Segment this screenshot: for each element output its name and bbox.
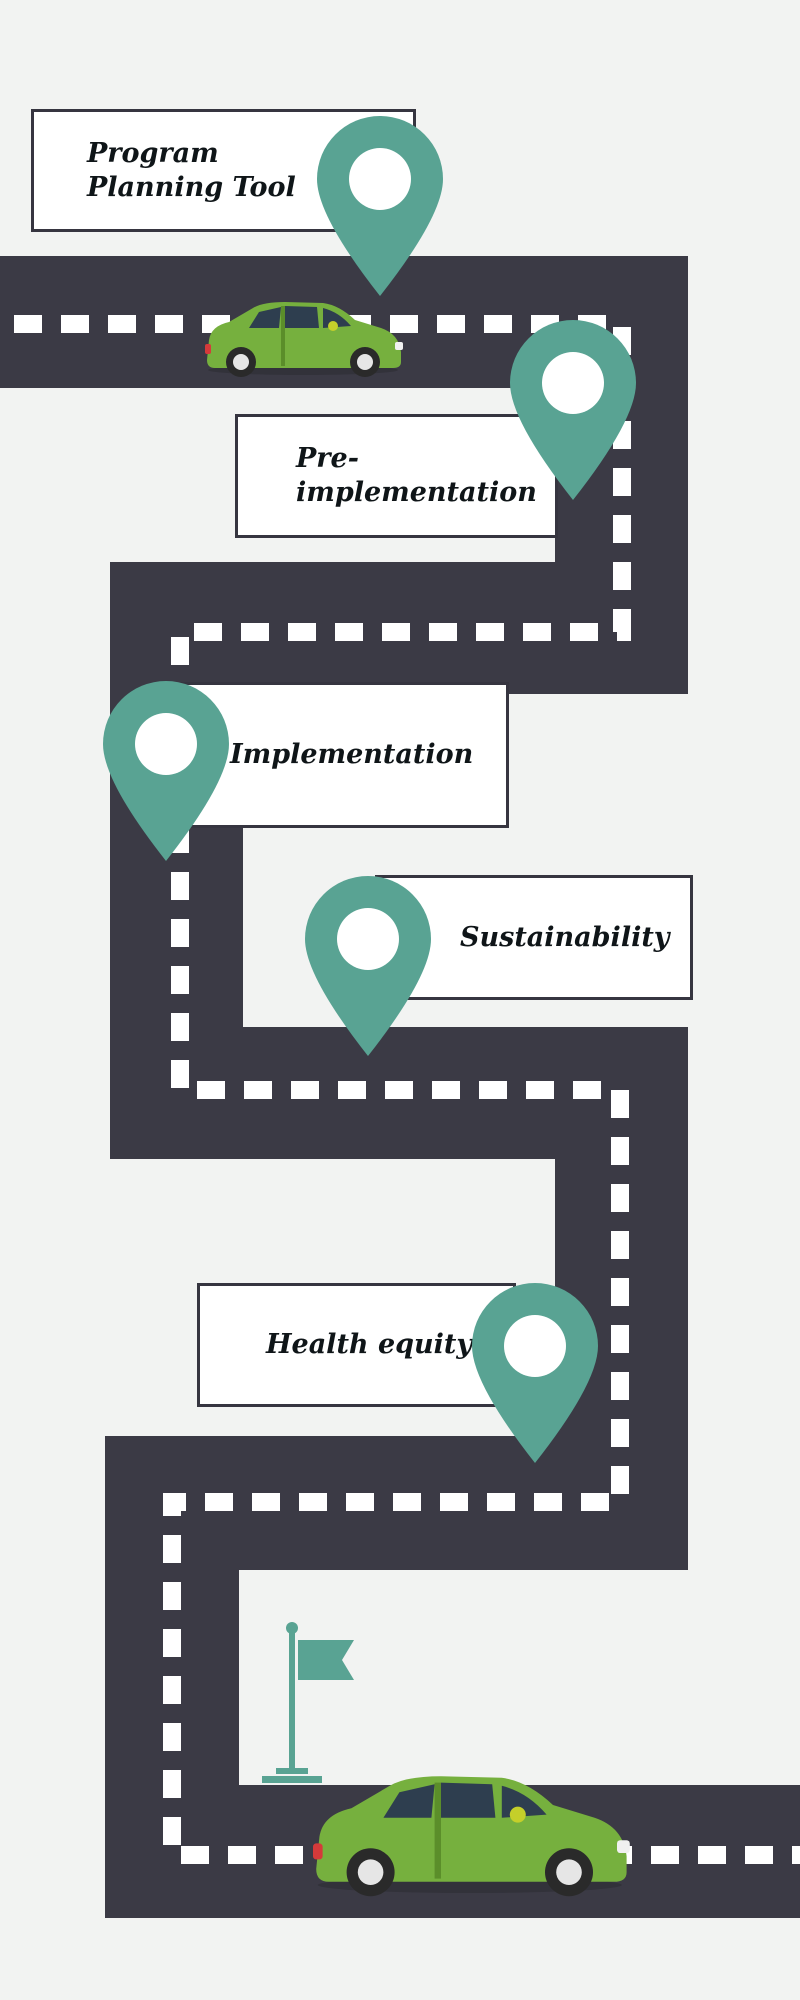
stage-label-box: Health equity [197,1283,516,1407]
stage-label: Sustainability [460,921,670,953]
stage-label: Pre-implementation [296,443,537,508]
stage-label: Program Planning Tool [87,137,296,203]
finish-flag [262,1622,354,1783]
map-pin-icon [305,876,431,1056]
car-small [205,302,403,377]
map-pin-icon [510,320,636,500]
stage-label-box: Implementation [180,682,509,828]
map-pin-icon [103,681,229,861]
road-dashes [14,315,800,1864]
map-pin-icon [472,1283,598,1463]
stage-label: Health equity [266,1329,473,1360]
car-large [313,1776,630,1897]
stage-label-box: Pre-implementation [235,414,558,538]
stage-label: Implementation [230,739,474,770]
map-pin-icon [317,116,443,296]
